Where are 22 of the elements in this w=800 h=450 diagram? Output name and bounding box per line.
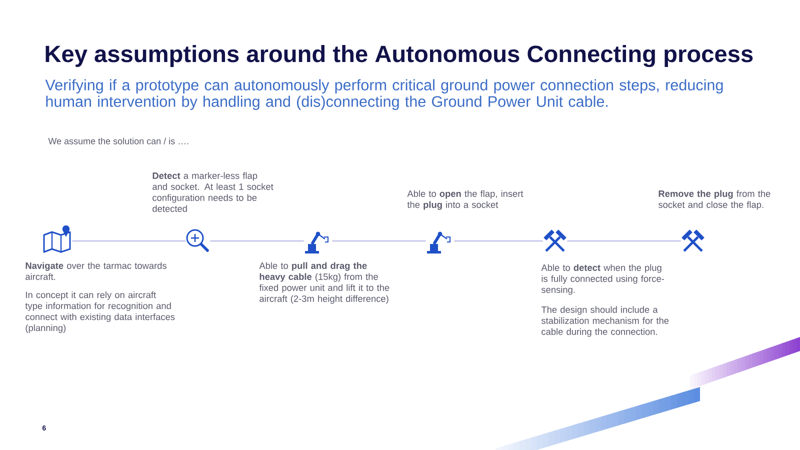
zoom-in-icon xyxy=(186,229,209,252)
robot-arm-icon xyxy=(305,232,328,254)
description-text: In concept it can rely on aircraft type information for recognition and connect with existing data interfaces (planning) xyxy=(25,291,175,333)
intro-text: We assume the solution can / is …. xyxy=(48,138,188,144)
description-text: The design should include a stabilization mechanism for the cable during the connection. xyxy=(541,306,669,337)
title: Key assumptions around the Autonomous Connecting process xyxy=(46,44,753,68)
robot-arm-icon xyxy=(427,232,450,254)
connector-line xyxy=(566,240,682,242)
connector-line xyxy=(72,240,186,242)
connector-line xyxy=(454,240,544,242)
crossed-hammers-icon xyxy=(544,230,566,252)
connector-line xyxy=(210,240,304,242)
description-text: Able to open the flap, insert the plug into a socket xyxy=(407,190,524,210)
description-text: Detect a marker-less flap and socket. At least 1 socket configuration needs to be detected xyxy=(152,172,274,212)
description-text: Navigate over the tarmac towards aircraft. xyxy=(26,262,166,280)
description-text: Remove the plug from the socket and close the flap. xyxy=(658,190,770,210)
description-text: Able to detect when the plug is fully connected using force-sensing. xyxy=(541,264,664,295)
subtitle: Verifying if a prototype can autonomously perform critical ground power connection steps, reducing human intervention by handling and (dis)connecting the Ground Power Unit cable. xyxy=(45,79,723,110)
map-icon xyxy=(43,225,71,253)
connector-line xyxy=(332,240,426,242)
description-text: Able to pull and drag the heavy cable (15kg) from the fixed power unit and lift it to the aircraft (2-3m height difference) xyxy=(259,262,390,304)
crossed-hammers-icon xyxy=(682,230,704,252)
